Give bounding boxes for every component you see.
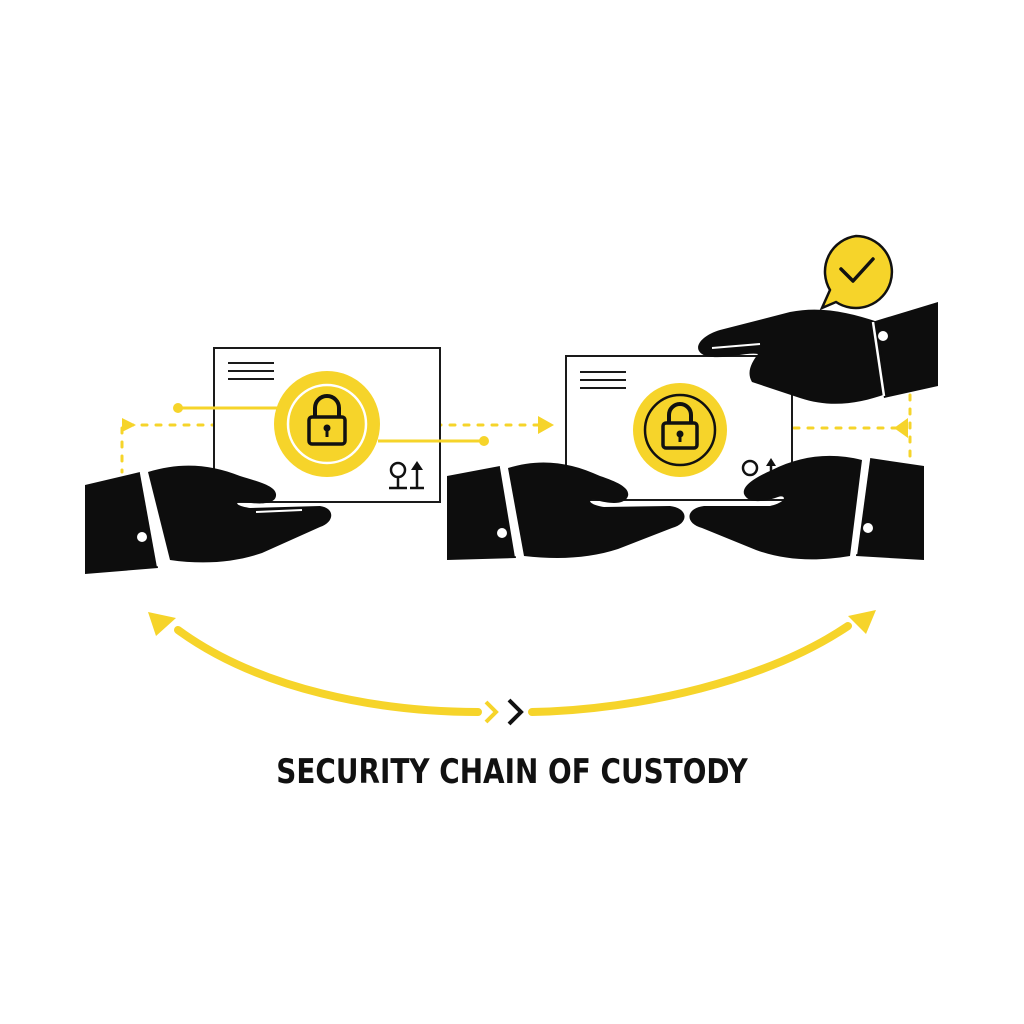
document-left — [173, 347, 489, 503]
hand-icon-top-receiver — [698, 302, 938, 404]
arc-arrowhead-right — [848, 610, 876, 634]
arc-arrowhead-left — [148, 612, 176, 636]
hand-icon-right-receiver — [689, 455, 924, 560]
chevron-right-icon — [507, 698, 524, 726]
diagram-title: SECURITY CHAIN OF CUSTODY — [276, 752, 748, 792]
lock-icon — [633, 383, 727, 477]
hand-icon-middle-receiver — [447, 462, 685, 560]
lock-icon — [274, 371, 380, 477]
flow-arrow-middle — [538, 416, 554, 434]
flow-arrow-left-start — [122, 418, 136, 432]
seal-marks-icon — [389, 461, 424, 490]
seal-marks-icon — [741, 458, 776, 477]
chevron-right-icon — [484, 700, 499, 724]
document-middle — [565, 355, 793, 501]
return-cycle-arc — [148, 610, 876, 726]
flow-arrow-right-end — [894, 418, 908, 438]
hand-icon-left-giver — [85, 465, 332, 574]
checkmark-icon — [819, 234, 894, 311]
